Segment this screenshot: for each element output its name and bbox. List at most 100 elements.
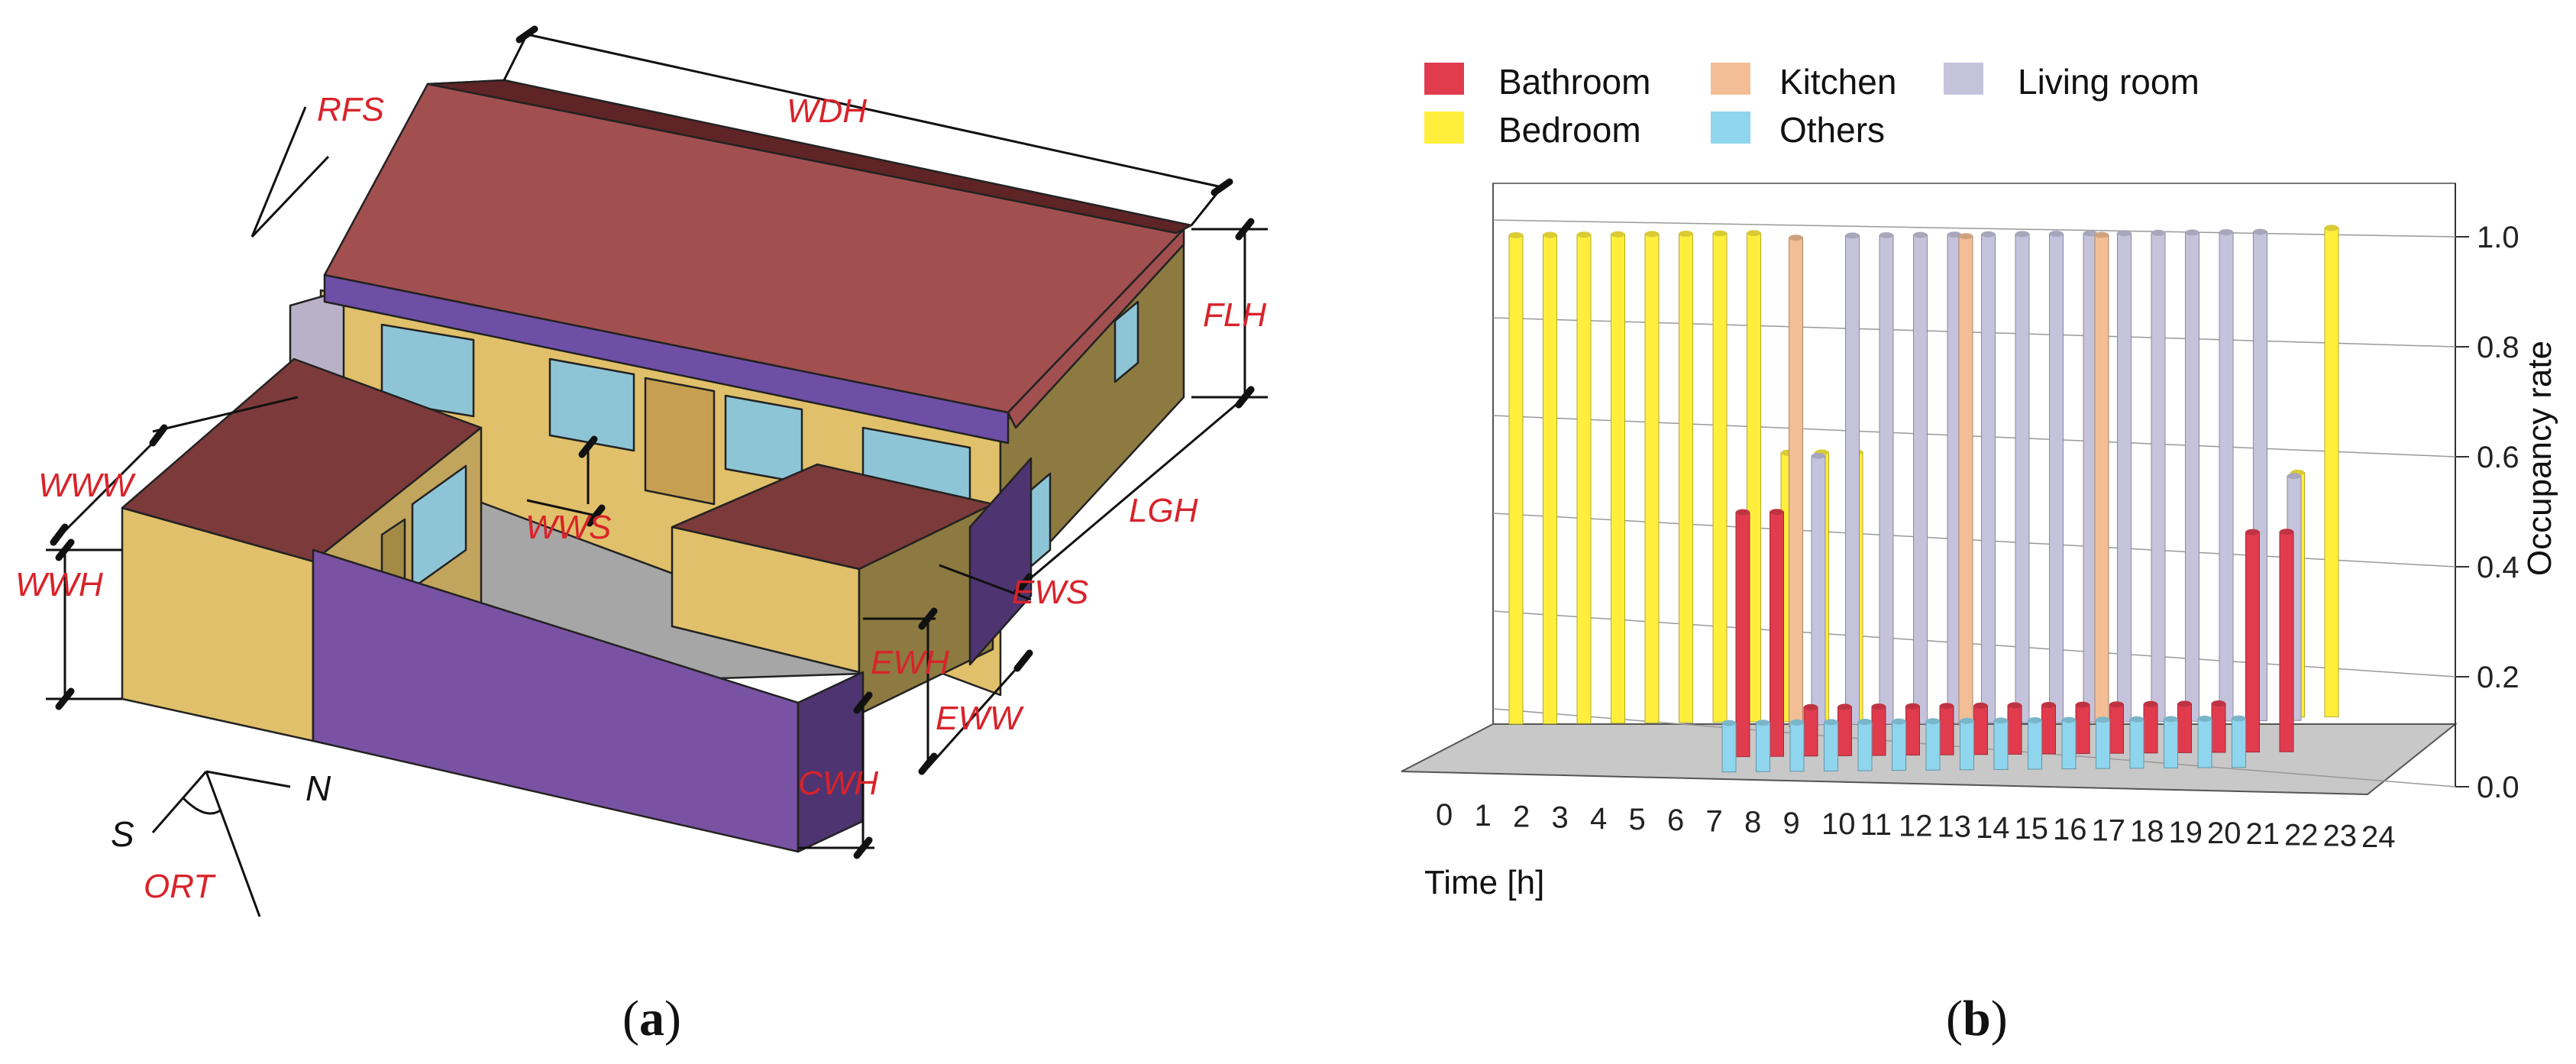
- x-tick-label: 19: [2169, 816, 2203, 849]
- x-tick-label: 12: [1899, 809, 1933, 842]
- bar-cap: [1959, 233, 1973, 240]
- bar: [2007, 704, 2022, 755]
- bar-cap: [2015, 231, 2029, 238]
- bar: [1939, 705, 1954, 755]
- bar: [1508, 234, 1524, 725]
- panel-a-label: (a): [622, 991, 681, 1046]
- bar: [1543, 234, 1557, 725]
- bar-cap: [1994, 717, 2008, 724]
- bar: [1913, 234, 1928, 725]
- bar-cap: [1926, 718, 1940, 725]
- y-tick-label: 0.6: [2477, 441, 2519, 474]
- bar: [2049, 233, 2064, 723]
- bar-cap: [2253, 228, 2267, 235]
- bar-cap: [2219, 229, 2233, 235]
- bar: [2143, 703, 2158, 754]
- bar: [1845, 234, 1860, 725]
- x-tick-label: 22: [2284, 818, 2319, 852]
- legend-label-others: Others: [1779, 110, 1885, 150]
- legend-swatch-bathroom: [1424, 63, 1464, 95]
- bar-cap: [2245, 529, 2260, 535]
- bar-cap: [1947, 231, 1961, 238]
- y-axis-title: Occupancy rate: [2521, 341, 2558, 576]
- bar-cap: [2164, 716, 2178, 723]
- bar-cap: [1981, 231, 1996, 238]
- bar-cap: [1824, 719, 1838, 726]
- window: [380, 323, 475, 418]
- bar: [1871, 706, 1886, 756]
- window: [548, 357, 635, 452]
- main-building-windows: [380, 323, 971, 529]
- x-tick-label: 0: [1436, 798, 1453, 832]
- dimension-lines: [46, 25, 1268, 859]
- bar: [2041, 704, 2056, 755]
- x-tick-label: 5: [1629, 803, 1646, 836]
- gridline: [1492, 219, 2456, 238]
- y-tick-label: 0.2: [2477, 661, 2519, 694]
- dim-label-wdh: WDH: [787, 92, 867, 130]
- window: [724, 394, 803, 484]
- x-tick-label: 16: [2053, 813, 2087, 846]
- bar-cap: [2076, 701, 2090, 708]
- dim-label-flh: FLH: [1203, 296, 1266, 334]
- bar-cap: [1509, 232, 1523, 238]
- bar-cap: [2008, 702, 2022, 709]
- bar-cap: [2062, 716, 2076, 723]
- x-tick-label: 18: [2130, 815, 2164, 849]
- occupancy-chart: Bathroom Bedroom Kitchen Others Living r…: [1401, 62, 2558, 1046]
- bar: [1721, 723, 1737, 773]
- bar-cap: [2177, 700, 2192, 707]
- dim-label-rfs: RFS: [317, 91, 384, 128]
- bar: [1960, 720, 1974, 771]
- x-tick-label: 23: [2323, 820, 2358, 853]
- x-tick-label: 3: [1552, 801, 1569, 835]
- legend-label-bedroom: Bedroom: [1498, 110, 1641, 150]
- bar-cap: [1713, 230, 1727, 237]
- x-tick-label: 9: [1783, 807, 1800, 840]
- chart-legend: Bathroom Bedroom Kitchen Others Living r…: [1424, 62, 2199, 150]
- dim-label-lgh: LGH: [1129, 492, 1198, 529]
- bar-cap: [2198, 716, 2212, 722]
- bar-cap: [2109, 701, 2124, 708]
- window: [411, 464, 467, 590]
- door: [644, 377, 716, 506]
- dim-label-wws: WWS: [525, 509, 611, 546]
- bar: [1958, 235, 1973, 726]
- bar-cap: [1872, 703, 1886, 710]
- y-axis-ticks: 0.00.20.40.60.81.0: [2455, 221, 2519, 804]
- building-diagram: WDH RFS FLH WWW WWH WWS LGH EWS EWH EWW …: [15, 25, 1268, 1046]
- bar-cap: [1756, 720, 1770, 726]
- bar-cap: [2083, 230, 2097, 237]
- bar: [2151, 232, 2166, 723]
- window: [1113, 300, 1139, 383]
- y-tick-label: 0.0: [2477, 771, 2519, 804]
- bar-cap: [1940, 703, 1954, 710]
- x-tick-label: 7: [1706, 804, 1723, 838]
- y-tick-label: 0.4: [2477, 551, 2519, 584]
- bar: [1993, 720, 2009, 770]
- bar: [2219, 231, 2234, 722]
- bar-cap: [1913, 231, 1928, 238]
- bar-cap: [2287, 473, 2301, 480]
- bar: [1611, 234, 1625, 724]
- bar-cap: [1736, 509, 1750, 516]
- bar: [1756, 722, 1770, 772]
- bar-cap: [2130, 716, 2144, 723]
- x-tick-label: 13: [1938, 810, 1972, 844]
- bar: [2279, 531, 2294, 752]
- legend-swatch-kitchen: [1711, 63, 1750, 95]
- x-tick-label: 17: [2092, 813, 2126, 847]
- bar: [2109, 703, 2124, 754]
- bar-cap: [1892, 718, 1906, 725]
- bar-cap: [1837, 703, 1852, 710]
- legend-label-bathroom: Bathroom: [1498, 62, 1650, 102]
- main-building-side-wall: [968, 457, 1033, 666]
- x-tick-label: 24: [2361, 820, 2396, 854]
- bar: [1837, 706, 1852, 756]
- x-tick-label: 21: [2246, 817, 2280, 851]
- y-tick-label: 1.0: [2477, 221, 2519, 254]
- bar: [1811, 455, 1826, 726]
- panel-b-label: (b): [1946, 991, 2008, 1046]
